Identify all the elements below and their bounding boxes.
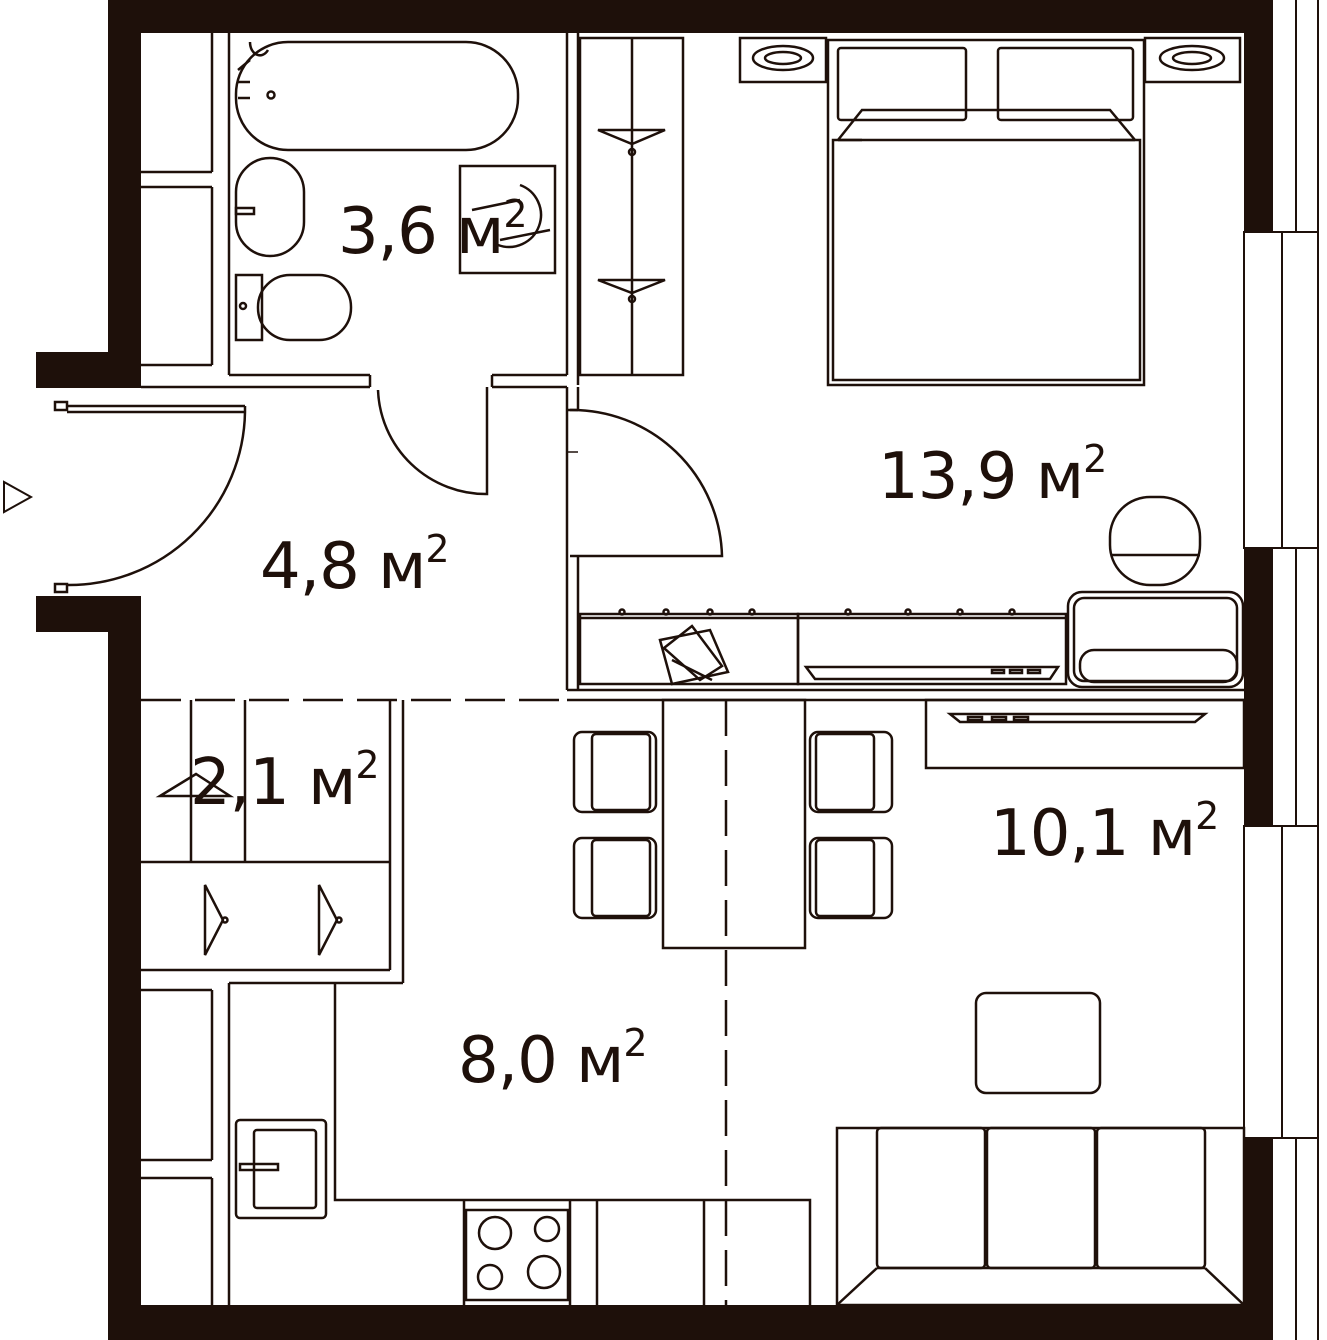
room-area-hallway: 4,8 м2 bbox=[260, 527, 449, 604]
wardrobe-fixtures bbox=[155, 772, 343, 956]
windows bbox=[1243, 0, 1319, 1340]
outer-walls bbox=[36, 0, 1273, 1340]
bathroom-fixtures bbox=[234, 40, 557, 342]
entrance-door bbox=[53, 400, 247, 594]
room-area-kitchen: 8,0 м2 bbox=[458, 1021, 647, 1098]
living-furniture bbox=[572, 698, 1246, 1307]
room-area-living: 10,1 м2 bbox=[990, 794, 1218, 871]
kitchen-fixtures bbox=[234, 983, 812, 1305]
room-labels: 3,6 м2 13,9 м2 4,8 м2 2,1 м2 10,1 м2 8,0… bbox=[190, 192, 1219, 1098]
room-area-wardrobe: 2,1 м2 bbox=[190, 743, 379, 820]
bathroom-door bbox=[376, 387, 489, 496]
entrance-arrow-icon bbox=[3, 480, 34, 514]
interior-walls bbox=[141, 33, 1244, 1305]
bedroom-door bbox=[569, 408, 724, 558]
room-area-bathroom: 3,6 м2 bbox=[338, 192, 527, 269]
bedroom-furniture bbox=[578, 36, 1245, 689]
room-area-bedroom: 13,9 м2 bbox=[878, 437, 1106, 514]
